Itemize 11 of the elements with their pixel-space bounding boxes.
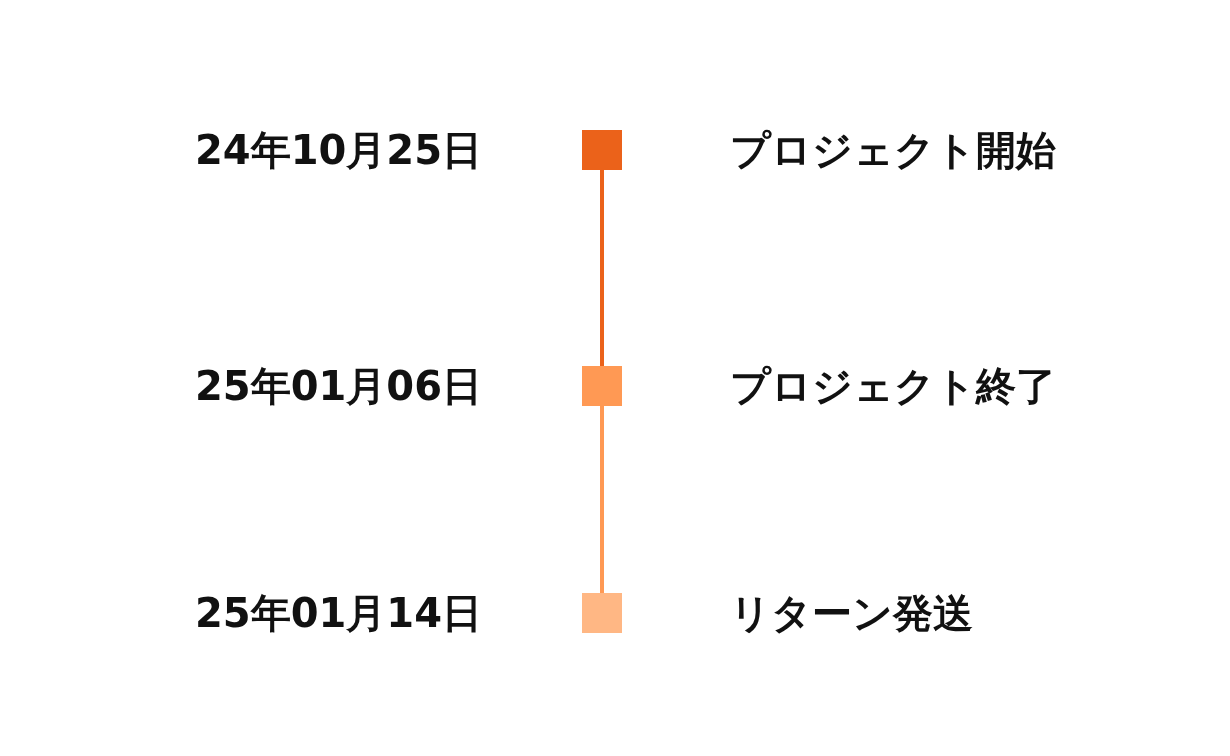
date-label: 25年01月06日 — [195, 362, 482, 410]
timeline-square — [582, 593, 622, 633]
timeline-square — [582, 130, 622, 170]
connector-line — [600, 170, 604, 366]
date-label: 25年01月14日 — [195, 589, 482, 637]
event-label: リターン発送 — [730, 589, 973, 637]
timeline-square — [582, 366, 622, 406]
event-label: プロジェクト開始 — [730, 126, 1056, 174]
connector-line — [600, 406, 604, 593]
date-label: 24年10月25日 — [195, 126, 482, 174]
event-label: プロジェクト終了 — [730, 362, 1056, 410]
